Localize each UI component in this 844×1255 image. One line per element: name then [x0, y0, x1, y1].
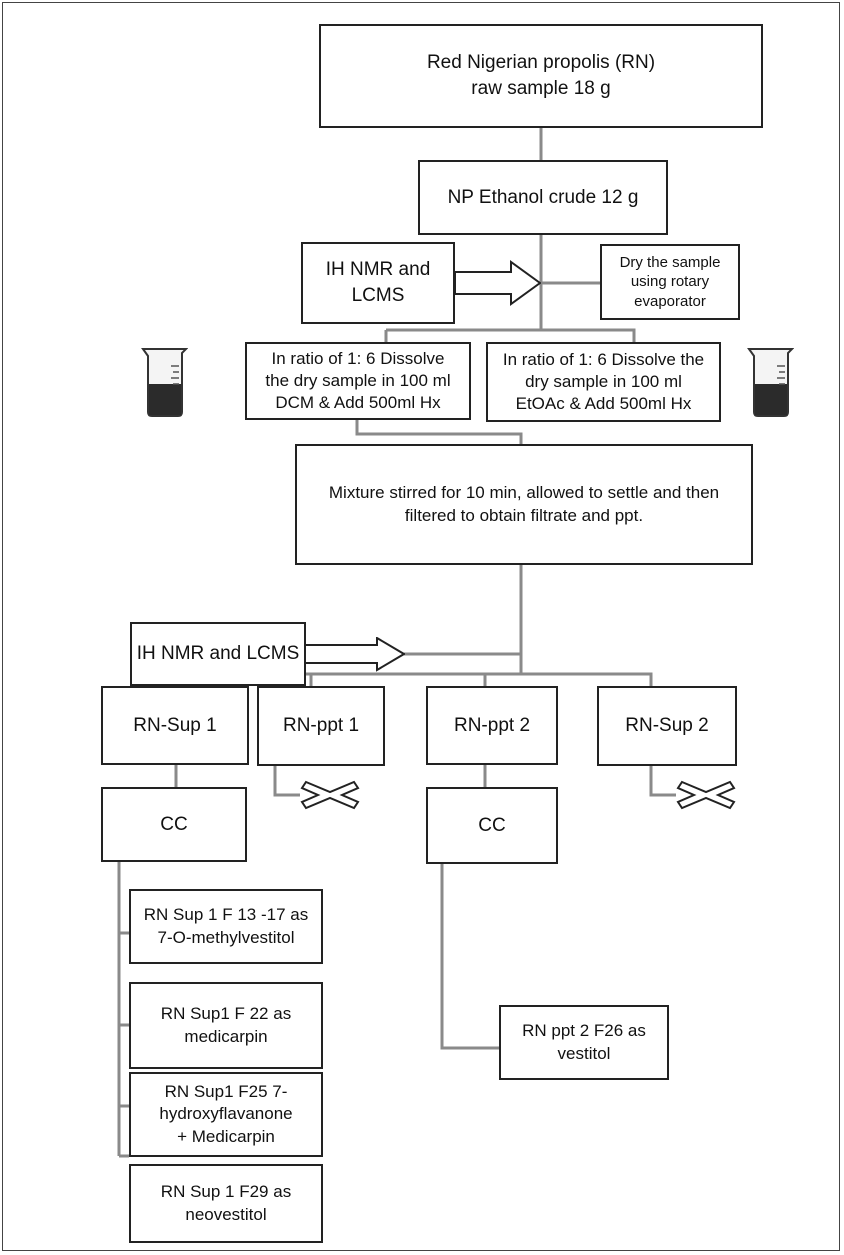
rn-sup2-box: RN-Sup 2 [597, 686, 737, 766]
beaker-icon [747, 348, 794, 417]
discard-cross-icon [676, 780, 736, 810]
ethanol-crude-box: NP Ethanol crude 12 g [418, 160, 668, 235]
discard-cross-icon [300, 780, 360, 810]
cc-right-box: CC [426, 787, 558, 864]
analysis-box-mid: IH NMR and LCMS [130, 622, 306, 686]
fraction-hydroxyflavanone-box: RN Sup1 F25 7- hydroxyflavanone + Medica… [129, 1072, 323, 1157]
rn-ppt1-box: RN-ppt 1 [257, 686, 385, 766]
rn-sup1-box: RN-Sup 1 [101, 686, 249, 765]
mixture-filter-box: Mixture stirred for 10 min, allowed to s… [295, 444, 753, 565]
fraction-vestitol-box: RN ppt 2 F26 as vestitol [499, 1005, 669, 1080]
etoac-dissolve-box: In ratio of 1: 6 Dissolve the dry sample… [486, 342, 721, 422]
raw-sample-box: Red Nigerian propolis (RN) raw sample 18… [319, 24, 763, 128]
arrow-right-icon [455, 260, 541, 306]
analysis-box-top: IH NMR and LCMS [301, 242, 455, 324]
rn-ppt2-box: RN-ppt 2 [426, 686, 558, 765]
cc-left-box: CC [101, 787, 247, 862]
fraction-medicarpin-box: RN Sup1 F 22 as medicarpin [129, 982, 323, 1069]
fraction-7-o-methylvestitol-box: RN Sup 1 F 13 -17 as 7-O-methylvestitol [129, 889, 323, 964]
beaker-icon [141, 348, 188, 417]
arrow-right-icon [305, 637, 405, 672]
dry-sample-box: Dry the sample using rotary evaporator [600, 244, 740, 320]
dcm-dissolve-box: In ratio of 1: 6 Dissolve the dry sample… [245, 342, 471, 420]
fraction-neovestitol-box: RN Sup 1 F29 as neovestitol [129, 1164, 323, 1243]
